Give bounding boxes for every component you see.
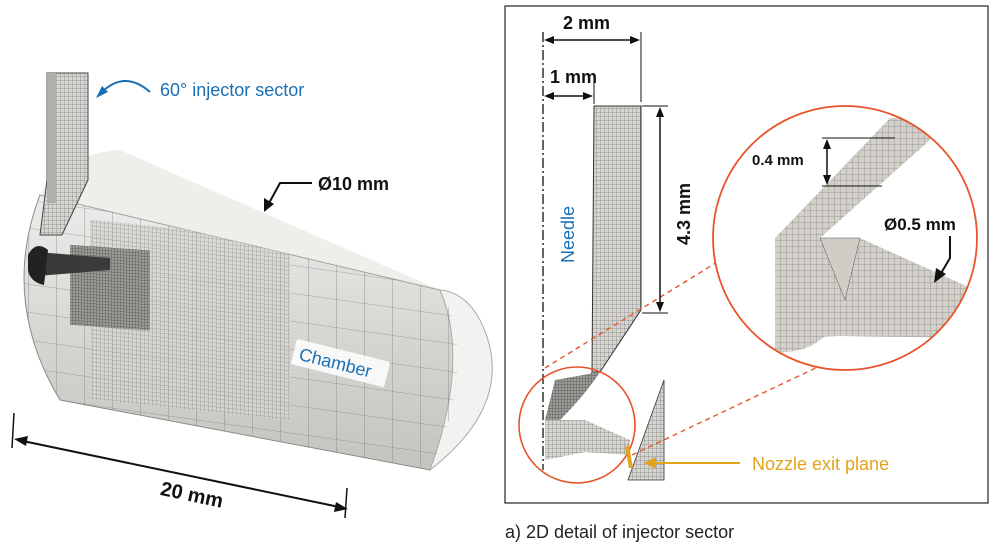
zoom-connector-bottom — [631, 364, 823, 456]
length-label: 20 mm — [158, 478, 225, 513]
dim-2mm-label: 2 mm — [563, 13, 610, 33]
hole-diameter-leader — [939, 236, 951, 276]
chamber-top-face — [40, 150, 440, 290]
spray-domain — [627, 379, 665, 481]
sector-arrow — [101, 80, 151, 93]
nozzle-exit-arrow-head — [644, 457, 656, 469]
sector-arrow-head — [96, 86, 108, 98]
sector-label: 60° injector sector — [160, 80, 304, 100]
hole-diameter-label: Ø0.5 mm — [884, 215, 956, 234]
dim-thickness-label: 0.4 mm — [752, 152, 804, 169]
dim-2mm — [544, 32, 642, 102]
length-dimension — [11, 412, 348, 519]
dim-1mm-label: 1 mm — [550, 67, 597, 87]
zoom-circle — [712, 105, 978, 371]
nozzle-exit-marker — [625, 445, 633, 469]
injector-stem-edge — [47, 73, 56, 203]
dim-height — [642, 105, 668, 314]
dim-thickness — [822, 137, 895, 187]
needle-label: Needle — [558, 206, 578, 263]
hole-diameter-arrow-head — [934, 268, 946, 283]
figure-caption: a) 2D detail of injector sector — [505, 522, 735, 542]
nozzle-hole — [38, 252, 110, 276]
nozzle-region-mesh — [545, 372, 630, 460]
dim-1mm — [544, 78, 595, 104]
zoom-connector-top — [544, 247, 741, 369]
injector-sleeve — [591, 105, 642, 373]
needle-tip — [28, 246, 48, 285]
nozzle-exit-label: Nozzle exit plane — [752, 454, 889, 474]
zoom-mesh — [713, 106, 977, 370]
diameter-leader — [267, 182, 312, 206]
dim-height-label: 4.3 mm — [674, 183, 694, 245]
detail-2d-view: 2 mm 1 mm 4.3 mm Needle 0.4 mm — [504, 5, 989, 504]
chamber-3d-view: 60° injector sector Ø10 mm Chamber 20 mm — [11, 72, 493, 519]
diameter-label: Ø10 mm — [318, 174, 389, 194]
diameter-arrow-head — [264, 198, 274, 212]
zoom-source-circle — [518, 366, 636, 484]
